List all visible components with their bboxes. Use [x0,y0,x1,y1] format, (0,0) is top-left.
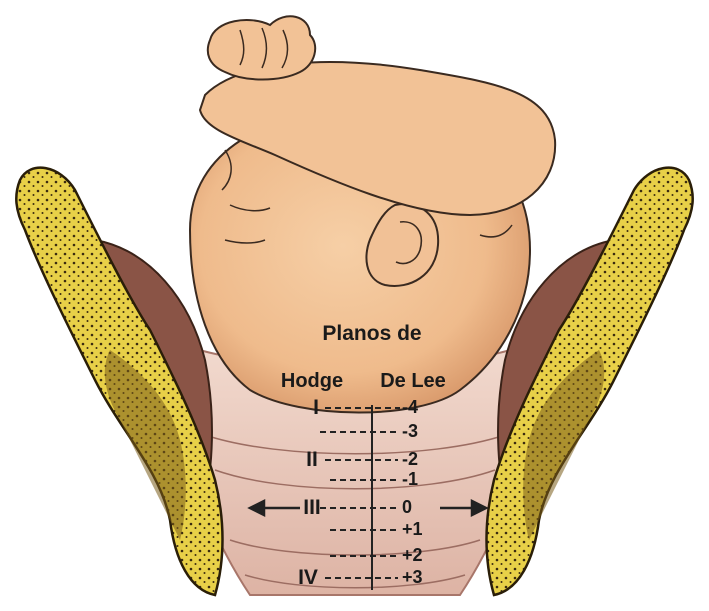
delee-station-minus-4: -4 [402,397,418,417]
delee-station-plus-1: +1 [402,519,423,539]
delee-station-plus-3: +3 [402,567,423,587]
delee-station-minus-3: -3 [402,421,418,441]
delee-station-0: 0 [402,497,412,517]
hodge-plane-ii: II [306,448,318,471]
diagram-title: Planos de [322,322,421,345]
delee-station-plus-2: +2 [402,545,423,565]
hodge-header: Hodge [281,370,343,392]
fetal-hand [208,16,315,79]
delee-header: De Lee [380,370,446,392]
hodge-plane-iv: IV [298,566,318,589]
delee-station-minus-1: -1 [402,469,418,489]
delee-station-minus-2: -2 [402,449,418,469]
hodge-plane-iii: III [303,496,321,519]
hodge-plane-i: I [313,396,319,419]
